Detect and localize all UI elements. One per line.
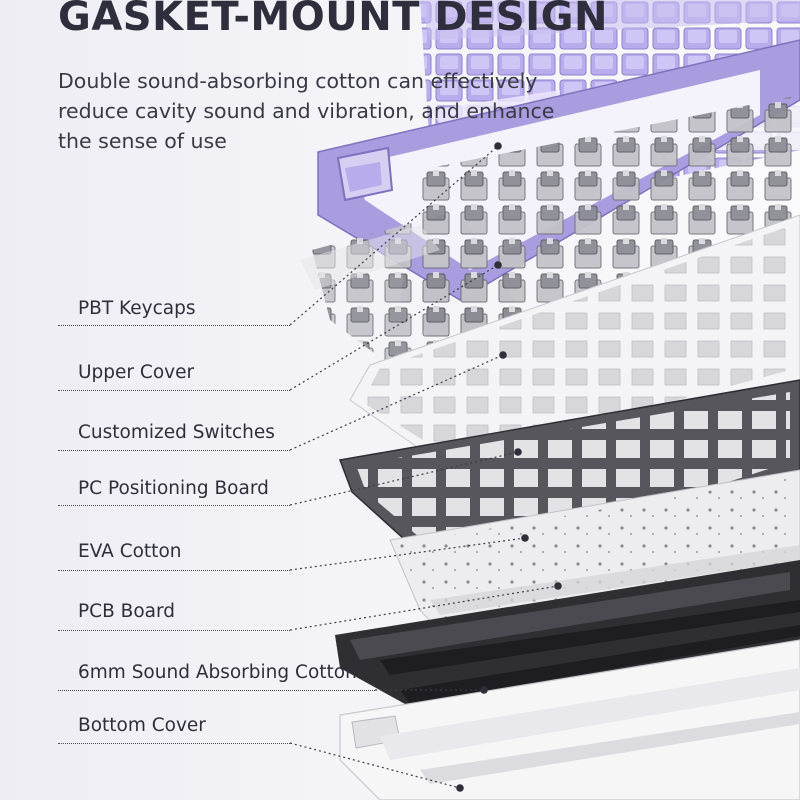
label-bottom-cover: Bottom Cover	[78, 715, 206, 736]
description-text: Double sound-absorbing cotton can effect…	[58, 69, 555, 153]
label-pbt-keycaps: PBT Keycaps	[78, 298, 196, 319]
label-pcb-board: PCB Board	[78, 601, 176, 622]
sound-cotton-sheet	[335, 560, 800, 740]
divider-line	[58, 325, 290, 326]
label-pc-positioning-board: PC Positioning Board	[78, 478, 269, 499]
divider-line	[58, 390, 290, 391]
divider-line	[58, 505, 290, 506]
divider-line	[58, 630, 290, 631]
label-sound-absorbing-cotton: 6mm Sound Absorbing Cotton	[78, 662, 357, 683]
divider-line	[58, 450, 290, 451]
label-eva-cotton: EVA Cotton	[78, 541, 182, 562]
divider-line	[58, 743, 290, 744]
label-upper-cover: Upper Cover	[78, 362, 195, 383]
divider-line	[58, 690, 375, 691]
divider-line	[58, 570, 290, 571]
page-title: GASKET-MOUNT DESIGN	[58, 0, 608, 40]
label-customized-switches: Customized Switches	[78, 422, 275, 443]
